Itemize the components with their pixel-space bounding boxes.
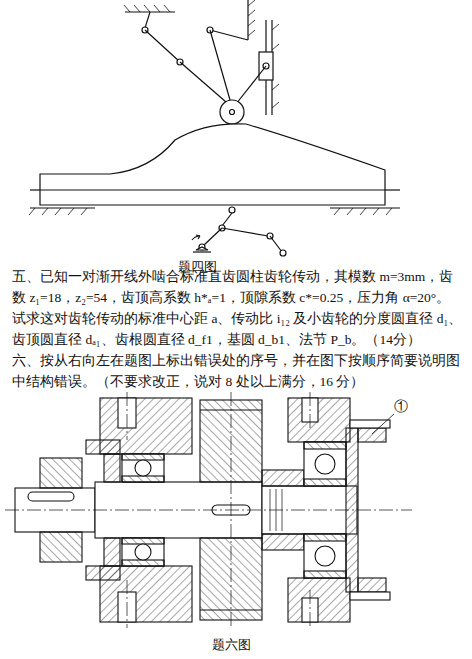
mechanism-figure <box>29 0 400 256</box>
callout-number: ① <box>394 396 408 417</box>
figure-caption: 题六图 <box>212 634 251 655</box>
center-lines <box>5 392 412 628</box>
problem-text: 五、已知一对渐开线外啮合标准直齿圆柱齿轮传动，其模数 m=3mm，齿数 z₁=1… <box>12 266 464 350</box>
problem-text: 六、按从右向左在题图上标出错误处的序号，并在图下按顺序简要说明图中结构错误。（不… <box>12 350 464 392</box>
